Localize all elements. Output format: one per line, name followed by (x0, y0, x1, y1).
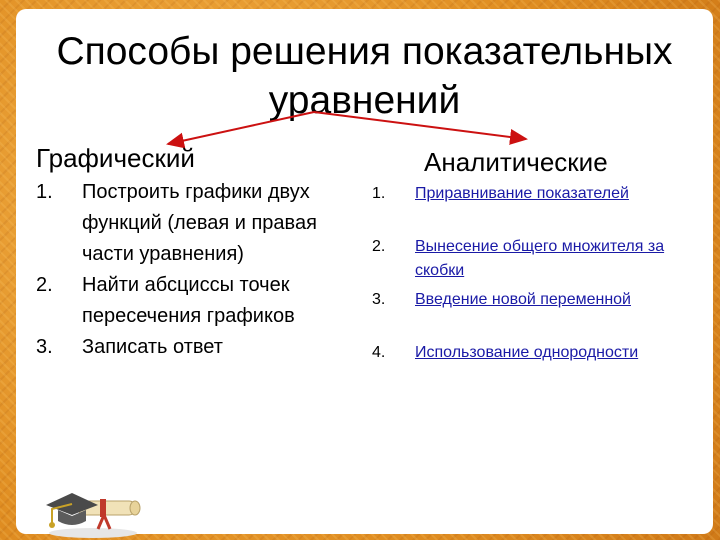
item-number: 1. (372, 185, 386, 202)
list-item: 2. Вынесение общего множителя за скобки (372, 235, 702, 288)
item-number: 3. (372, 291, 386, 308)
item-text: Построить графики двух функций (левая и … (82, 181, 317, 265)
heading-graphical: Графический (36, 143, 195, 173)
heading-analytical: Аналитические (424, 147, 608, 177)
title-line-1: Способы решения показательных (56, 30, 673, 73)
method-link-new-variable[interactable]: Введение новой переменной (415, 291, 631, 308)
list-item: 3. Введение новой переменной (372, 288, 702, 341)
graphical-steps-list: 1. Построить графики двух функций (левая… (36, 177, 356, 363)
list-item: 1. Приравнивание показателей (372, 182, 702, 235)
item-number: 2. (372, 238, 386, 255)
item-text: Записать ответ (82, 336, 223, 358)
list-item: 4. Использование однородности (372, 341, 702, 394)
item-number: 1. (36, 181, 53, 203)
graduation-cap-diploma-icon (46, 493, 141, 538)
method-link-common-factor[interactable]: Вынесение общего множителя за скобки (415, 238, 665, 279)
slide: Способы решения показательных уравнений … (16, 9, 713, 538)
title-line-2: уравнений (268, 79, 461, 122)
item-text: Найти абсциссы точек пересечения графико… (82, 274, 295, 327)
list-item: 1. Построить графики двух функций (левая… (36, 177, 356, 270)
list-item: 2. Найти абсциссы точек пересечения граф… (36, 270, 356, 332)
item-number: 4. (372, 344, 386, 361)
method-link-equate-exponents[interactable]: Приравнивание показателей (415, 185, 629, 202)
item-number: 2. (36, 274, 53, 296)
item-number: 3. (36, 336, 53, 358)
analytical-methods-list: 1. Приравнивание показателей 2. Вынесени… (372, 182, 702, 394)
slide-title: Способы решения показательных уравнений (16, 27, 713, 125)
method-link-homogeneity[interactable]: Использование однородности (415, 344, 639, 361)
list-item: 3. Записать ответ (36, 332, 356, 363)
